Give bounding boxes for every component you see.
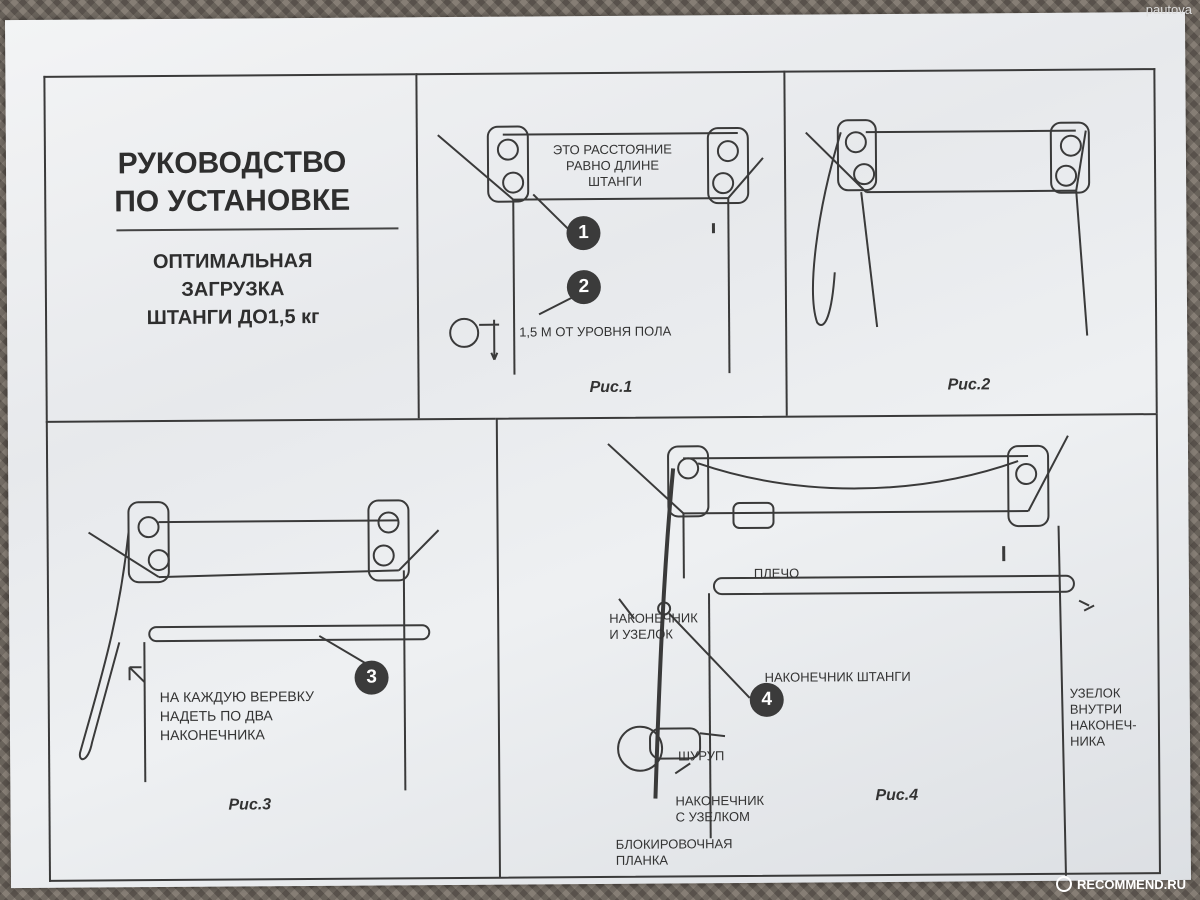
figure-4-drawing	[607, 435, 1095, 876]
tip-with-knot-label-line1: НАКОНЕЧНИК	[675, 792, 765, 809]
figure-2-caption: Рис.2	[947, 376, 991, 394]
rope-note-line2: НАДЕТЬ ПО ДВА	[159, 707, 273, 725]
load-text-line1: ОПТИМАЛЬНАЯ	[152, 249, 313, 274]
manual-title-line1: РУКОВОДСТВО	[117, 145, 347, 181]
figure-1-caption: Рис.1	[589, 378, 633, 397]
figure-4-panel: ПЛЕЧО НАКОНЕЧНИК И УЗЕЛОК НАКОНЕЧНИК ШТА…	[495, 413, 1161, 879]
figure-3-panel: 3 НА КАЖДУЮ ВЕРЕВКУ НАДЕТЬ ПО ДВА НАКОНЕ…	[45, 417, 499, 882]
manual-title-line2: ПО УСТАНОВКЕ	[114, 183, 351, 219]
load-text-line2: ЗАГРУЗКА	[181, 278, 285, 301]
figure-2-panel: Рис.2	[785, 68, 1158, 416]
tip-knot-label-line2: И УЗЕЛОК	[609, 626, 674, 642]
step-badge-3: 3	[354, 660, 389, 695]
title-divider	[116, 227, 399, 232]
load-text-line3: ШТАНГИ ДО1,5 кг	[146, 305, 320, 330]
height-note: 1,5 М ОТ УРОВНЯ ПОЛА	[519, 323, 672, 340]
inner-knot-label-line2: ВНУТРИ	[1069, 701, 1123, 717]
tip-knot-label-line1: НАКОНЕЧНИК	[609, 610, 698, 626]
instruction-frame: РУКОВОДСТВО ПО УСТАНОВКЕ ОПТИМАЛЬНАЯ ЗАГ…	[43, 68, 1161, 882]
site-watermark: RECOMMEND.RU	[1055, 876, 1186, 892]
recommend-logo-icon	[1055, 876, 1072, 892]
inner-knot-label-line4: НИКА	[1069, 733, 1106, 749]
distance-note-line3: ШТАНГИ	[588, 173, 643, 190]
author-watermark: pautova	[1145, 2, 1192, 17]
instruction-sheet: РУКОВОДСТВО ПО УСТАНОВКЕ ОПТИМАЛЬНАЯ ЗАГ…	[4, 11, 1192, 889]
title-panel: РУКОВОДСТВО ПО УСТАНОВКЕ ОПТИМАЛЬНАЯ ЗАГ…	[43, 73, 418, 421]
step-badge-1: 1	[566, 215, 601, 251]
inner-knot-label-line1: УЗЕЛОК	[1069, 685, 1121, 701]
step-badge-4: 4	[749, 682, 784, 717]
figure-2-drawing	[805, 119, 1091, 336]
distance-note-line2: РАВНО ДЛИНЕ	[565, 157, 660, 174]
lock-plate-label-line1: БЛОКИРОВОЧНАЯ	[615, 836, 733, 852]
inner-knot-label-line3: НАКОНЕЧ-	[1069, 717, 1137, 733]
figure-3-drawing	[78, 499, 440, 791]
rope-note-line1: НА КАЖДУЮ ВЕРЕВКУ	[159, 687, 314, 706]
lock-plate-label-line2: ПЛАНКА	[615, 852, 669, 868]
distance-note-line1: ЭТО РАССТОЯНИЕ	[552, 141, 672, 158]
tip-with-knot-label-line2: С УЗЕЛКОМ	[675, 808, 751, 825]
site-watermark-text: RECOMMEND.RU	[1076, 876, 1186, 892]
figure-3-caption: Рис.3	[228, 796, 272, 814]
rod-tip-label: НАКОНЕЧНИК ШТАНГИ	[764, 668, 911, 685]
step-badge-2: 2	[566, 269, 601, 305]
rope-note-line3: НАКОНЕЧНИКА	[159, 726, 265, 744]
screw-label: ШУРУП	[678, 748, 725, 764]
figure-1-panel: ЭТО РАССТОЯНИЕ РАВНО ДЛИНЕ ШТАНГИ 1 2 1,…	[415, 70, 788, 419]
figure-4-caption: Рис.4	[875, 786, 919, 805]
figure-1-drawing	[437, 125, 764, 375]
shoulder-label: ПЛЕЧО	[753, 565, 800, 581]
